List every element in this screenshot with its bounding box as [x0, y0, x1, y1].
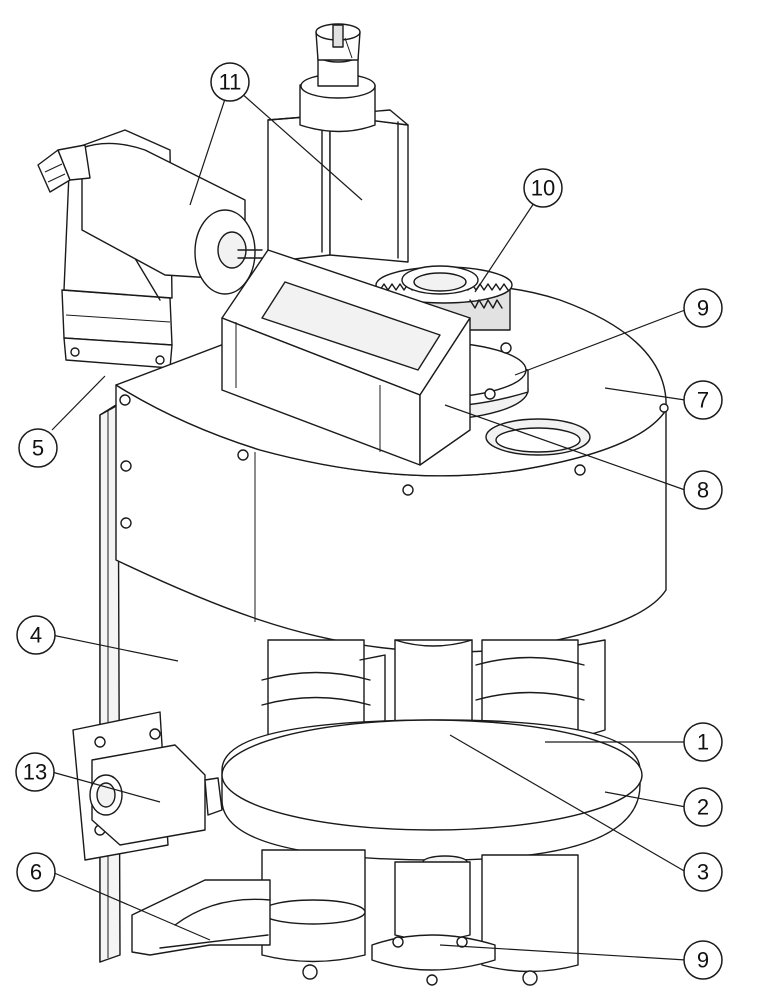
- callout-2: 2: [683, 787, 723, 827]
- callout-7: 7: [683, 380, 723, 420]
- leader-6: [51, 871, 211, 941]
- leader-3: [449, 734, 687, 873]
- callout-4: 4: [16, 615, 56, 655]
- svg-text:13: 13: [23, 760, 47, 785]
- svg-text:2: 2: [697, 795, 709, 820]
- leader-4: [51, 634, 179, 662]
- leader-11a: [189, 95, 227, 206]
- callout-13: 13: [15, 752, 55, 792]
- svg-text:6: 6: [30, 860, 42, 885]
- connector-housing: [72, 711, 223, 861]
- bottom-cylinders: [260, 849, 579, 986]
- callout-6: 6: [16, 852, 56, 892]
- svg-text:9: 9: [697, 296, 709, 321]
- callout-10: 10: [523, 168, 563, 208]
- leader-5: [51, 375, 106, 431]
- svg-text:11: 11: [219, 70, 242, 95]
- callout-1: 1: [683, 722, 723, 762]
- svg-text:10: 10: [531, 176, 555, 201]
- svg-text:3: 3: [697, 860, 709, 885]
- callout-3: 3: [683, 852, 723, 892]
- callout-8: 8: [683, 470, 723, 510]
- leader-lines: [51, 91, 687, 961]
- callout-5: 5: [18, 428, 58, 468]
- svg-text:4: 4: [30, 623, 42, 648]
- leader-2: [604, 791, 687, 808]
- callout-11a: 11: [210, 62, 250, 102]
- callout-9-top: 9: [683, 288, 723, 328]
- svg-text:9: 9: [697, 948, 709, 973]
- leader-11b: [239, 91, 363, 201]
- svg-text:8: 8: [697, 478, 709, 503]
- link-arm: [131, 879, 271, 956]
- leader-9a: [514, 309, 686, 376]
- callout-9-bottom: 9: [683, 940, 723, 980]
- leader-10: [474, 202, 535, 293]
- svg-text:5: 5: [32, 436, 44, 461]
- lower-disc: [221, 719, 643, 869]
- leader-9b: [439, 944, 687, 961]
- leader-7: [604, 387, 686, 401]
- svg-text:7: 7: [697, 388, 709, 413]
- handle-block: [221, 249, 471, 466]
- top-motor-bracket: [267, 23, 409, 263]
- leader-8: [444, 404, 686, 491]
- svg-text:1: 1: [697, 730, 709, 755]
- leader-13: [51, 771, 161, 803]
